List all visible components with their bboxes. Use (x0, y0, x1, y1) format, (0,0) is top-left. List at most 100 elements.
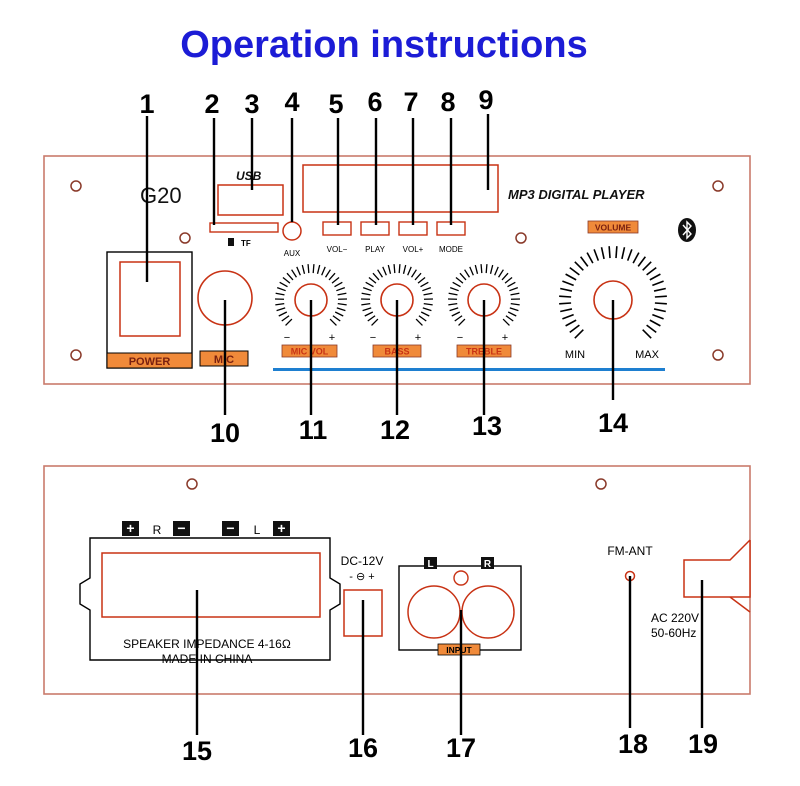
scale-tick (458, 318, 466, 326)
scale-tick (285, 318, 293, 326)
scale-tick (324, 269, 331, 278)
screw-icon (70, 349, 82, 361)
scale-tick (562, 280, 574, 287)
plus-sign: + (415, 332, 421, 344)
scale-tick (423, 292, 433, 296)
plus-marker-label: + (277, 520, 285, 536)
scale-tick (282, 276, 291, 284)
scale-tick (454, 315, 463, 322)
scale-tick (328, 272, 336, 281)
scale-tick (398, 264, 401, 274)
blue-accent-line (273, 368, 665, 371)
scale-tick (286, 272, 294, 281)
dc-polarity: - ⊖ + (349, 571, 374, 583)
callout-12: 12 (380, 415, 410, 445)
input-r-label: R (484, 559, 492, 570)
display-label: MP3 DIGITAL PLAYER (508, 187, 645, 202)
scale-tick (331, 276, 340, 284)
scale-tick (448, 303, 458, 306)
callout-18: 18 (618, 729, 648, 759)
mode-label: MODE (439, 245, 463, 254)
tf-label: TF (241, 239, 251, 248)
scale-tick (365, 281, 374, 288)
input-l-marker (424, 557, 437, 569)
scale-tick (451, 311, 461, 317)
scale-tick (509, 307, 519, 312)
rca-left-jack[interactable] (407, 585, 461, 639)
scale-tick (501, 272, 509, 281)
usb-port[interactable] (217, 184, 284, 216)
scale-tick (449, 286, 459, 292)
scale-tick (489, 264, 494, 274)
scale-tick (505, 315, 514, 322)
tf-card-slot[interactable] (209, 222, 279, 233)
scale-tick (362, 307, 372, 312)
ac-frequency-label: 50-60Hz (651, 626, 696, 640)
bluetooth-icon (678, 218, 696, 242)
minus-marker-label: − (226, 520, 234, 536)
minus-sign: − (284, 332, 290, 344)
callout-14: 14 (598, 408, 628, 438)
plus-marker-icon (122, 521, 139, 536)
power-label-bg (106, 352, 193, 369)
input-label-bg (437, 643, 481, 656)
scale-tick (632, 252, 640, 264)
scale-tick (301, 264, 306, 274)
scale-tick (497, 269, 504, 278)
callout-10: 10 (210, 418, 240, 448)
power-switch[interactable] (119, 261, 181, 337)
callout-numbers: 1 2 3 4 5 6 7 8 9 10 11 12 13 14 15 16 1… (139, 85, 718, 766)
scale-tick (414, 272, 422, 281)
minus-sign: − (457, 332, 463, 344)
scale-tick (510, 292, 520, 296)
scale-tick (387, 264, 392, 274)
scale-tick (337, 292, 347, 296)
scale-tick (494, 266, 499, 276)
scale-tick (560, 308, 573, 313)
scale-tick (336, 307, 346, 312)
scale-tick (565, 319, 577, 327)
screw-icon (712, 180, 724, 192)
scale-tick (559, 295, 572, 298)
scale-tick (646, 324, 657, 334)
scale-tick (615, 246, 618, 259)
screw-icon (70, 180, 82, 192)
scale-tick (485, 264, 488, 274)
screw-icon (712, 349, 724, 361)
input-label: INPUT (446, 645, 472, 655)
power-label: POWER (129, 356, 171, 368)
scale-tick (278, 311, 288, 317)
scale-tick (372, 272, 380, 281)
scale-tick (480, 264, 483, 274)
minus-marker-label: − (177, 520, 185, 536)
callout-7: 7 (403, 87, 418, 117)
aux-jack[interactable] (282, 221, 302, 241)
scale-tick (415, 318, 423, 326)
speaker-l-label: L (254, 523, 261, 537)
scale-tick (291, 269, 298, 278)
rca-right-jack[interactable] (461, 585, 515, 639)
scale-tick (417, 276, 426, 284)
screw-icon (595, 478, 607, 490)
scale-tick (361, 292, 371, 296)
scale-tick (642, 261, 652, 271)
scale-tick (565, 273, 577, 281)
scale-tick (459, 272, 467, 281)
lcd-display (302, 164, 499, 213)
scale-tick (422, 307, 432, 312)
scale-tick (593, 249, 600, 261)
ac-voltage-label: AC 220V (651, 611, 699, 625)
scale-tick (510, 303, 520, 306)
callout-2: 2 (204, 89, 219, 119)
scale-tick (579, 256, 589, 267)
scale-tick (452, 281, 461, 288)
input-l-label: L (427, 559, 433, 570)
speaker-terminal[interactable] (101, 552, 321, 618)
plus-marker-label: + (126, 520, 134, 536)
scale-tick (559, 302, 572, 305)
scale-tick (321, 266, 326, 276)
callout-3: 3 (244, 89, 259, 119)
callout-13: 13 (472, 411, 502, 441)
scale-tick (574, 261, 584, 271)
